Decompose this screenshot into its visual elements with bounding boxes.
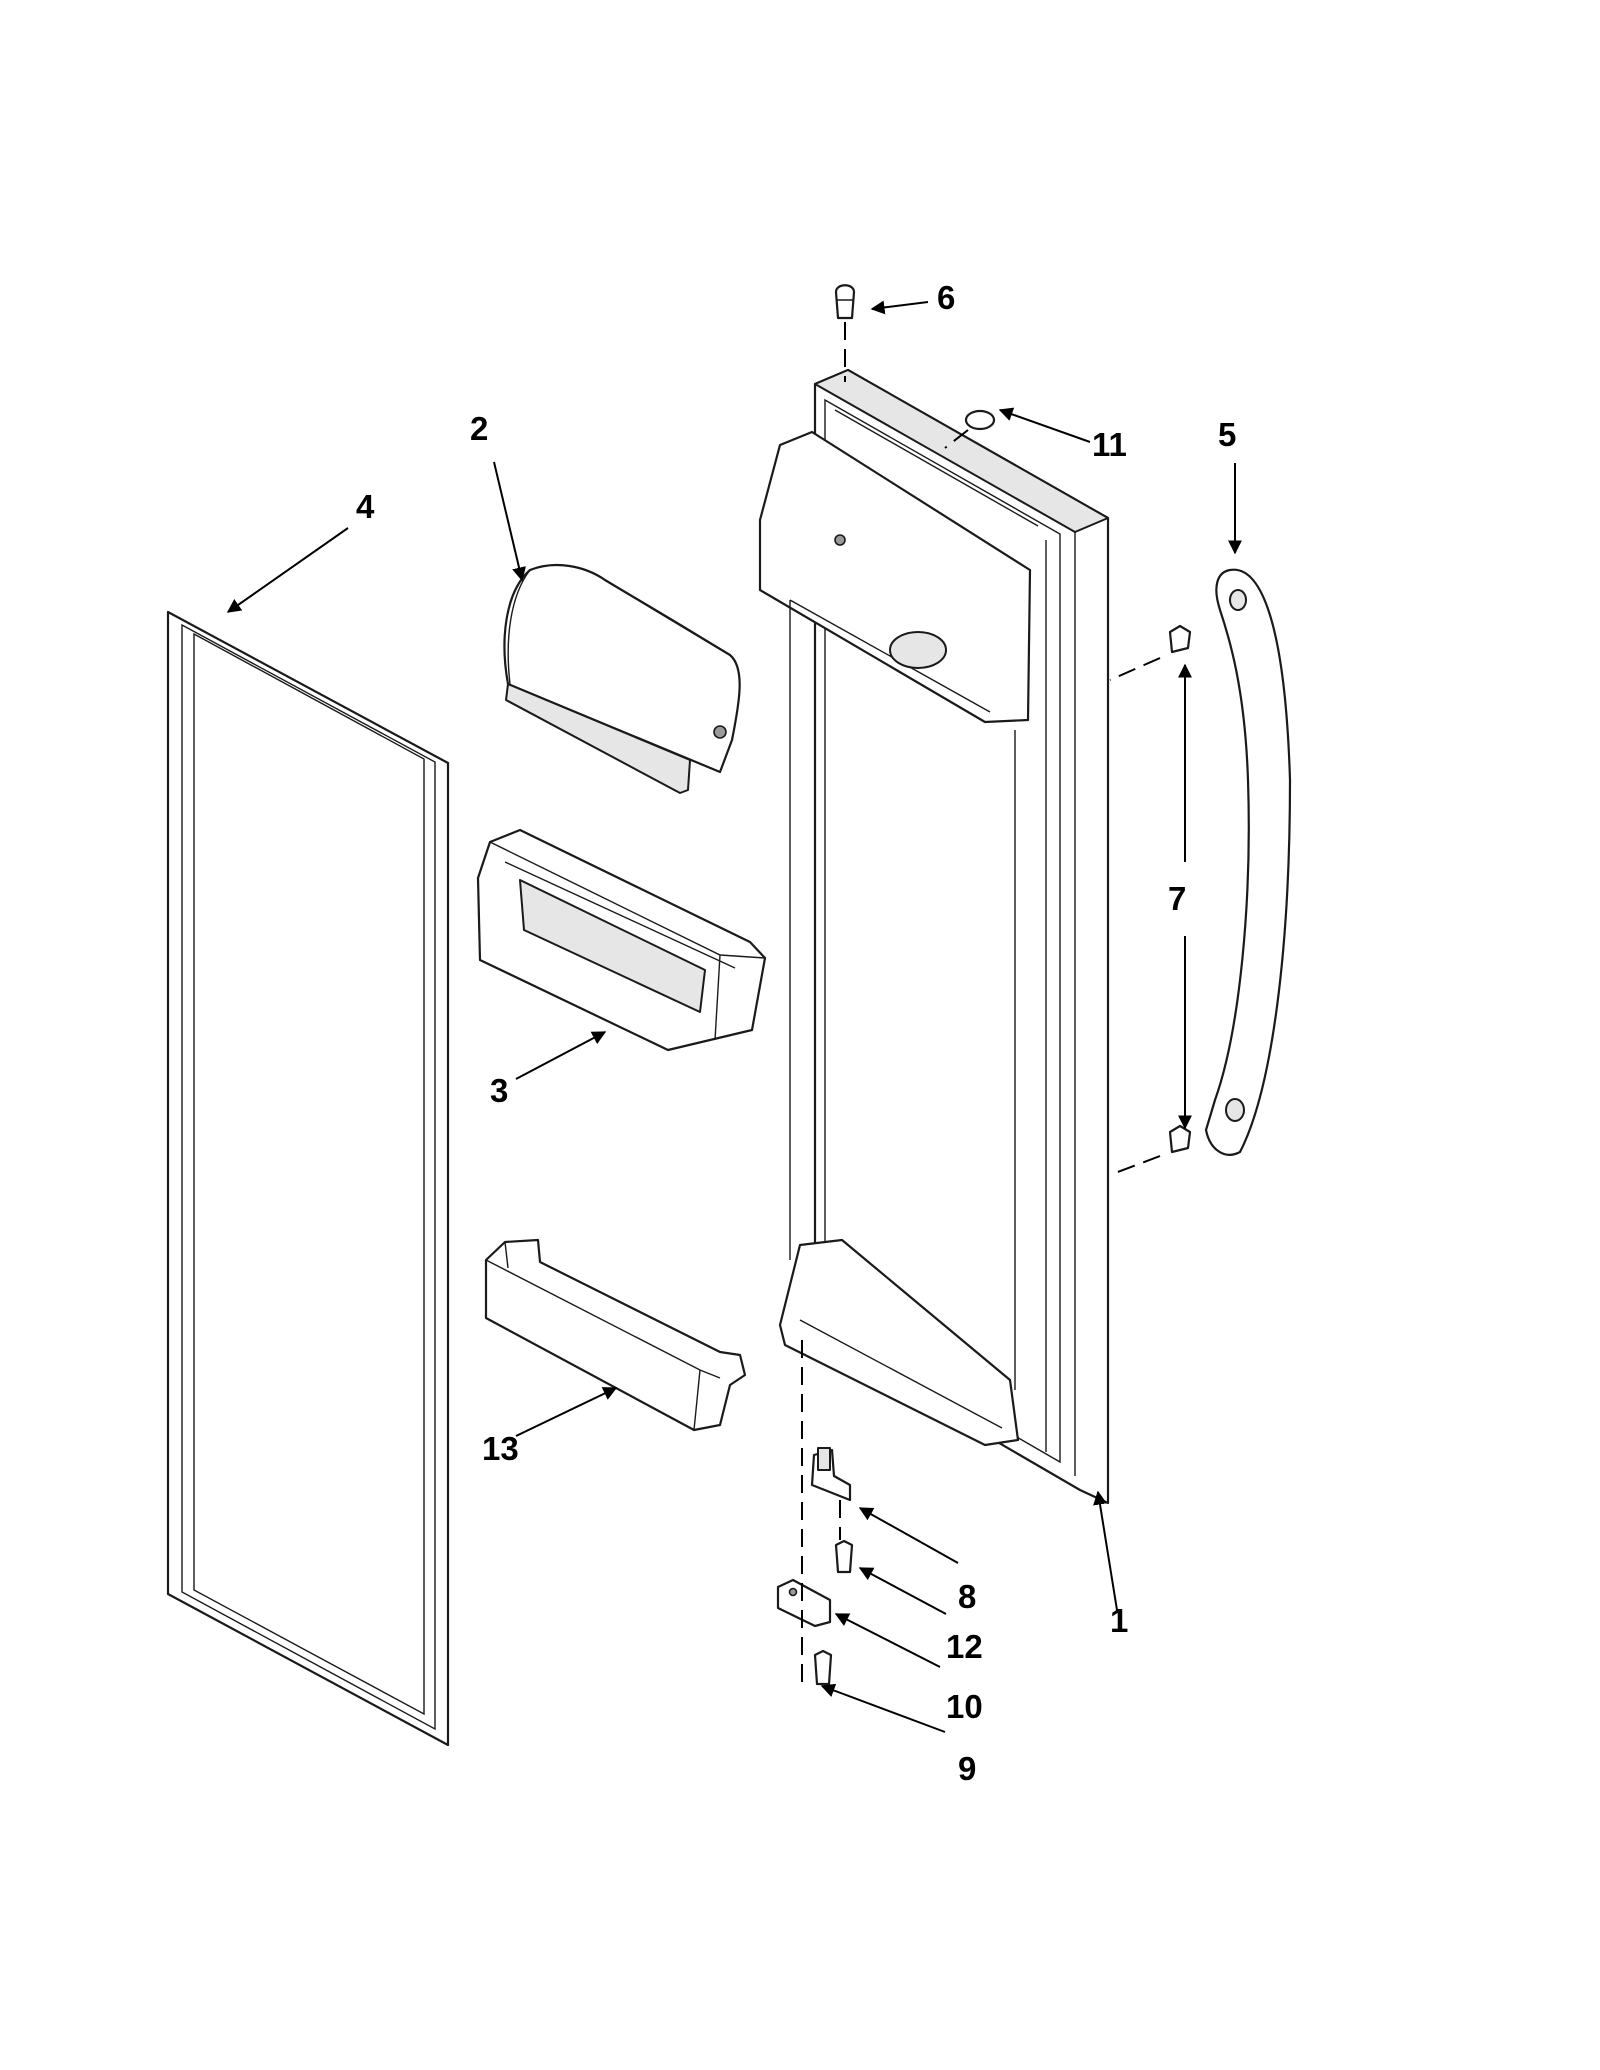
callout-13: 13 [482, 1430, 519, 1467]
callout-1: 1 [1110, 1602, 1128, 1639]
door-assembly-part [758, 368, 1110, 1505]
callout-11: 11 [1092, 426, 1127, 463]
callout-6: 6 [937, 279, 955, 316]
alignment-lines [801, 322, 1161, 1690]
callout-12: 12 [946, 1628, 983, 1665]
door-gasket-part [166, 610, 450, 1747]
callout-5: 5 [1218, 416, 1236, 453]
hinge-cap-part [964, 409, 996, 431]
callout-8: 8 [958, 1578, 976, 1615]
leader-arrows [226, 300, 1242, 1733]
door-bin-part [476, 828, 767, 1052]
callout-4: 4 [356, 488, 375, 525]
bottom-hinge-part [810, 1447, 852, 1502]
handle-screw-upper-part [1168, 624, 1192, 654]
hinge-shim-part [776, 1578, 832, 1628]
callout-7: 7 [1168, 880, 1186, 917]
callout-3: 3 [490, 1072, 508, 1109]
handle-screw-lower-part [1168, 1124, 1192, 1154]
callout-2: 2 [470, 410, 488, 447]
handle-part [1204, 568, 1292, 1156]
dairy-bin-cover-part [503, 564, 741, 794]
hinge-screw-part [834, 1539, 854, 1574]
callout-labels: 1 2 3 4 5 6 7 8 9 10 11 12 13 [356, 279, 1236, 1787]
door-rail-part [484, 1238, 747, 1432]
callout-9: 9 [958, 1750, 976, 1787]
door-plug-part [834, 284, 856, 320]
callout-10: 10 [946, 1688, 983, 1725]
hinge-shim-screw-part [813, 1649, 833, 1686]
